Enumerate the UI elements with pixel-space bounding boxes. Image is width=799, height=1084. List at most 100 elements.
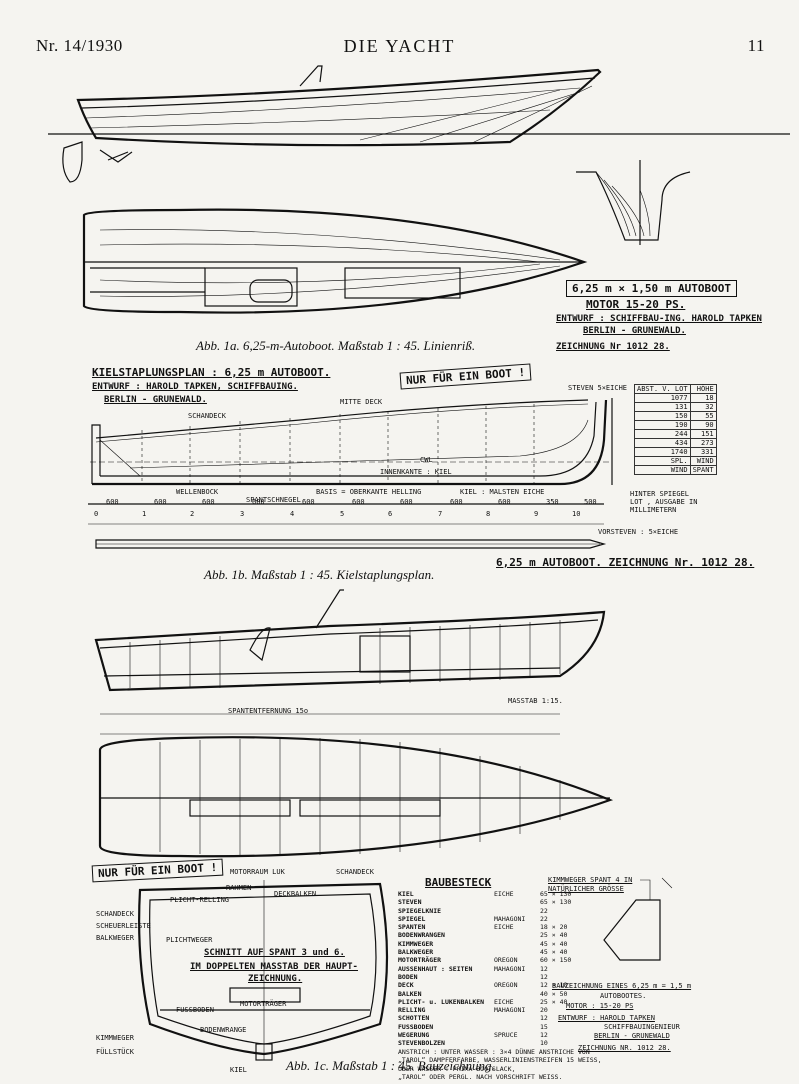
ruler-tick: 0 (94, 510, 99, 518)
bausteck-note: ÜBER WASSER : PRIMA BOOTSLACK, (398, 1064, 516, 1073)
section-label: MOTORTRÄGER (240, 1000, 287, 1008)
bausteck-cell: 22 (540, 914, 548, 923)
section-label: SCHANDECK (336, 868, 374, 876)
offset-table-cell: SPANT (689, 465, 717, 475)
ruler-tick: 10 (572, 510, 581, 518)
bausteck-cell: EICHE (494, 890, 514, 898)
issue-number: Nr. 14/1930 (36, 36, 123, 55)
right-block-line1: BAUZEICHNUNG EINES 6,25 m = 1,5 m (552, 982, 692, 990)
fig1b-vorsteven: VORSTEVEN : 5×EICHE (598, 528, 679, 536)
bausteck-cell: 65 × 130 (540, 898, 572, 907)
bausteck-row: FUSSBODEN 15 (398, 1023, 571, 1031)
bausteck-cell: FUSSBODEN (398, 1022, 434, 1031)
bausteck-cell: SPANTEN (398, 923, 426, 932)
bausteck-cell: SPIEGELKNIE (398, 906, 442, 915)
ruler-spacing: 600 (498, 498, 511, 506)
bausteck-note: „TAROL“ ODER PERGL. NACH VORSCHRIFT WEIS… (398, 1072, 563, 1081)
ruler-tick: 5 (340, 510, 345, 518)
bausteck-cell: MAHAGONI (494, 914, 526, 923)
fig1b-label-cwl: CWL (420, 456, 433, 464)
magazine-title: DIE YACHT (343, 36, 456, 56)
bausteck-cell: 65 × 130 (540, 890, 572, 898)
fig1c-masstab: MASSTAB 1:15. (508, 697, 563, 705)
ruler-tick: 4 (290, 510, 295, 518)
fig1c-section-note3: ZEICHNUNG. (248, 974, 303, 984)
right-block-line5: SCHIFFBAUINGENIEUR (604, 1023, 680, 1031)
ruler-tick: 8 (486, 510, 491, 518)
section-label: PLICHTWEGER (166, 936, 213, 944)
bausteck-cell: WEGERUNG (398, 1031, 430, 1040)
fig1b-designer: ENTWURF : HAROLD TAPKEN, SCHIFFBAUING. (92, 382, 298, 392)
section-label: SCHANDECK (96, 910, 134, 918)
bausteck-cell: OREGON (494, 981, 518, 990)
fig1b-label-schandeck: SCHANDECK (188, 412, 226, 420)
bausteck-cell: MAHAGONI (494, 964, 526, 973)
section-label: FUSSBODEN (176, 1006, 214, 1014)
bausteck-cell: 18 × 20 (540, 923, 568, 932)
section-label: FÜLLSTÜCK (96, 1048, 134, 1056)
bausteck-cell: 45 × 40 (540, 939, 568, 948)
ruler-tick: 2 (190, 510, 195, 518)
fig1a-title-line4: BERLIN - GRUNEWALD. (583, 326, 686, 336)
section-label: SCHEUERLEISTE (96, 922, 151, 930)
bausteck-cell: 10 (540, 1039, 548, 1048)
bausteck-cell: 12 × 18 (540, 981, 568, 990)
fig1b-location: BERLIN - GRUNEWALD. (104, 395, 207, 405)
fig1c-spantentfernung: SPANTENTFERNUNG 15o (228, 707, 309, 715)
fig1b-footer: 6,25 m AUTOBOOT. ZEICHNUNG Nr. 1012 28. (496, 556, 755, 569)
section-label: PLICHT-RELLING (170, 896, 230, 904)
ruler-tick: 9 (534, 510, 539, 518)
bausteck-cell: 22 (540, 906, 548, 915)
bausteck-row: SPIEGELKNIE 22 (398, 907, 571, 915)
ruler-spacing: 600 (352, 498, 365, 506)
right-block-line4: ENTWURF : HAROLD TAPKEN (558, 1014, 655, 1022)
fig1b-label-basis: BASIS = OBERKANTE HELLING (316, 488, 422, 496)
bausteck-cell: 25 × 40 (540, 931, 568, 940)
right-block-line7: ZEICHNUNG NR. 1012 28. (578, 1044, 671, 1052)
bausteck-cell: 25 × 40 (540, 997, 568, 1006)
bausteck-cell: BALKWEGER (398, 948, 434, 957)
fig1b-label-wellenbock: WELLENBOCK (176, 488, 219, 496)
section-label: MOTORRAUM LUK (230, 868, 285, 876)
bausteck-cell: 40 × 50 (540, 989, 568, 998)
ruler-tick: 3 (240, 510, 245, 518)
bausteck-notes: ANSTRICH : UNTER WASSER : 3×4 DÜNNE ANST… (398, 1048, 602, 1081)
bausteck-cell: KIEL (398, 890, 414, 898)
bausteck-cell: OREGON (494, 956, 518, 965)
ruler-spacing: 500 (584, 498, 597, 506)
ruler-spacing: 600 (252, 498, 265, 506)
fig1b-label-kiel: KIEL : MALSTEN EICHE (460, 488, 545, 496)
bausteck-cell: 12 (540, 1031, 548, 1040)
fig1a-title-line1: 6,25 m × 1,50 m AUTOBOOT (566, 280, 737, 297)
bausteck-cell: 15 (540, 1022, 548, 1031)
fig1b-label-innenkante: INNENKANTE : KIEL (380, 468, 452, 476)
bausteck-cell: EICHE (494, 997, 514, 1006)
bausteck-cell: 60 × 150 (540, 956, 572, 965)
bausteck-cell: 12 (540, 972, 548, 981)
fig1a-title-line5: ZEICHNUNG Nr 1012 28. (556, 342, 670, 352)
section-label: KIMMWEGER (96, 1034, 134, 1042)
bausteck-note: „TAROL“ DAMPFERFARBE, WASSERLINIENSTREIF… (398, 1056, 602, 1065)
right-block-line3: MOTOR : 15-20 PS (566, 1002, 634, 1010)
ruler-tick: 6 (388, 510, 393, 518)
fig1c-caption: Abb. 1c. Maßstab 1 : 45. Bauzeichnung. (286, 1058, 495, 1073)
bausteck-cell: AUSSENHAUT : SEITEN (398, 964, 473, 973)
bausteck-note: ANSTRICH : UNTER WASSER : 3×4 DÜNNE ANST… (398, 1048, 590, 1056)
section-label: RAHMEN (226, 884, 252, 892)
ruler-spacing: 600 (106, 498, 119, 506)
ruler-spacing: 600 (154, 498, 167, 506)
